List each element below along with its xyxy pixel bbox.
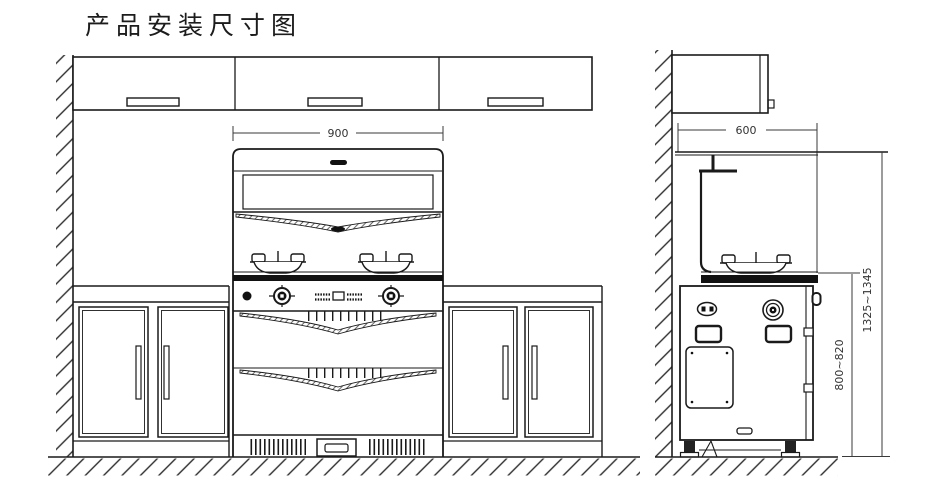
- side-knob: [811, 292, 822, 306]
- hinge: [803, 327, 814, 337]
- burner-right: [358, 251, 414, 274]
- bottom-vent-strip: [233, 434, 443, 457]
- integrated-stove-front: [232, 148, 444, 457]
- front-wall-hatch: [56, 55, 73, 457]
- connection-port: [694, 324, 723, 344]
- dimension-side-depth-label: 600: [736, 124, 757, 137]
- side-view: 600: [655, 50, 890, 476]
- burner-left: [250, 251, 306, 274]
- door-handle: [531, 345, 538, 400]
- cabinet-door-inner: [528, 310, 590, 434]
- upper-cabinet-side: [671, 54, 775, 114]
- hinge: [803, 383, 814, 393]
- cabinet-door-inner: [161, 310, 225, 434]
- adjustable-feet: [679, 439, 801, 458]
- cabinet-door: [448, 306, 518, 438]
- upper-cabinet-handle-side: [767, 99, 775, 109]
- burner-side: [720, 252, 792, 274]
- access-panel: [685, 346, 734, 409]
- upper-cabinet-handle: [307, 97, 363, 107]
- stove-side-edges: [232, 174, 444, 457]
- connection-port: [764, 324, 793, 344]
- brand-logo: [330, 160, 347, 165]
- gas-valve-knob: [762, 299, 784, 321]
- base-cabinet-right: [443, 285, 603, 457]
- dimension-front-width-label: 900: [328, 127, 349, 140]
- cabinet-door-inner: [452, 310, 514, 434]
- page-title: 产品安装尺寸图: [85, 11, 302, 40]
- base-cabinet-left: [73, 285, 230, 457]
- door-handle: [135, 345, 142, 400]
- control-panel: [233, 285, 443, 312]
- countertop-left: [73, 285, 230, 457]
- dimension-total-height: 1325~1345: [842, 152, 890, 457]
- nameplate: [316, 438, 357, 457]
- upper-cabinet-row: [72, 56, 593, 111]
- upper-cabinet-handle: [487, 97, 544, 107]
- upper-drawer-handle: [239, 311, 437, 335]
- nameplate-inner: [324, 443, 349, 453]
- dimension-side-depth: 600: [677, 123, 818, 273]
- door-handle: [502, 345, 509, 400]
- side-floor-hatch: [655, 458, 838, 476]
- hood-swoosh: [235, 213, 441, 233]
- cabinet-door: [157, 306, 229, 438]
- countertop-right: [443, 285, 603, 457]
- dimension-total-height-label: 1325~1345: [861, 267, 874, 332]
- display-window: [332, 291, 345, 301]
- cabinet-door: [524, 306, 594, 438]
- bottom-slot: [736, 427, 753, 435]
- base-brace: [701, 439, 718, 458]
- dimension-front-width: 900: [232, 126, 444, 141]
- power-button: [242, 291, 252, 301]
- cabinet-door-inner: [82, 310, 145, 434]
- cooktop-band: [233, 275, 443, 281]
- cooktop-band-side: [701, 275, 818, 283]
- stove-base-body: [679, 285, 814, 441]
- control-knob-right: [378, 285, 404, 307]
- dimension-worktop-height-label: 800~820: [833, 339, 846, 390]
- front-floor-hatch: [48, 458, 640, 476]
- front-view: 900: [48, 55, 640, 476]
- control-knob-left: [269, 285, 295, 307]
- display-cluster: [315, 291, 362, 301]
- upper-cabinet-handle: [126, 97, 180, 107]
- cabinet-door: [78, 306, 149, 438]
- integrated-stove-side: [675, 151, 888, 458]
- air-inlet-oval: [696, 301, 718, 317]
- hood-center-cap: [331, 226, 345, 232]
- dimension-worktop-height: 800~820: [818, 272, 860, 456]
- side-wall-hatch: [655, 50, 672, 457]
- foot: [684, 441, 695, 453]
- hood-glass-panel: [242, 174, 434, 210]
- foot: [785, 441, 796, 453]
- upper-cabinet-dividers: [234, 57, 440, 110]
- lower-drawer-handle: [233, 367, 443, 392]
- door-handle: [163, 345, 170, 400]
